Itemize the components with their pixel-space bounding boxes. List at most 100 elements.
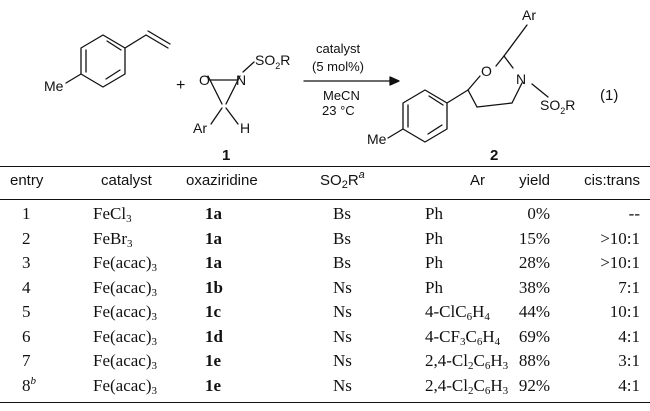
product-structure xyxy=(387,24,549,143)
table-header-row: entry catalyst oxaziridine SO2Ra Ar yiel… xyxy=(0,169,650,194)
table-row: 6 Fe(acac)3 1d Ns 4-CF3C6H4 69% 4:1 xyxy=(0,327,650,350)
cell-cis-trans: 4:1 xyxy=(618,326,640,346)
cell-entry: 3 xyxy=(22,253,31,272)
header-entry: entry xyxy=(10,172,44,189)
cell-yield: 69% xyxy=(518,326,550,346)
header-catalyst: catalyst xyxy=(101,172,152,189)
reaction-scheme: Me + O N SO2R Ar H 1 catalyst (5 mol%) M… xyxy=(0,0,650,165)
product-aryl-label: Ar xyxy=(522,7,536,23)
cell-catalyst: Fe(acac)3 xyxy=(93,351,158,372)
table-bottom-rule xyxy=(0,402,650,403)
condition-loading: (5 mol%) xyxy=(312,59,364,74)
oxaziridine-nitrogen-label: N xyxy=(236,72,246,88)
cell-aryl: 4-CF3C6H4 xyxy=(425,326,501,348)
cell-oxaziridine: 1e xyxy=(205,351,222,370)
cell-yield: 38% xyxy=(518,277,550,297)
oxaziridine-hydrogen-label: H xyxy=(240,120,250,136)
cell-sulfonyl: Ns xyxy=(333,375,352,395)
cell-oxaziridine: 1a xyxy=(205,204,222,223)
styrene-methyl-label: Me xyxy=(44,78,64,94)
header-sulfonyl: SO2Ra xyxy=(320,169,365,191)
header-aryl: Ar xyxy=(470,172,485,189)
cell-entry: 7 xyxy=(22,351,31,370)
cell-oxaziridine: 1d xyxy=(205,326,223,346)
cell-aryl: Ph xyxy=(425,277,443,297)
reaction-arrow xyxy=(303,76,400,86)
compound-label-1: 1 xyxy=(222,147,230,164)
cell-oxaziridine: 1b xyxy=(205,277,223,297)
cell-catalyst: Fe(acac)3 xyxy=(93,253,158,274)
table-row: 3 Fe(acac)3 1a Bs Ph 28% >10:1 xyxy=(0,253,650,276)
product-methyl-label: Me xyxy=(367,131,387,147)
header-cis-trans: cis:trans xyxy=(584,172,640,189)
cell-aryl: Ph xyxy=(425,228,443,248)
cell-entry: 8b xyxy=(22,374,36,395)
cell-cis-trans: 7:1 xyxy=(618,277,640,297)
cell-catalyst: Fe(acac)3 xyxy=(93,326,158,348)
table-row: 8b Fe(acac)3 1e Ns 2,4-Cl2C6H3 92% 4:1 xyxy=(0,374,650,399)
cell-yield: 28% xyxy=(518,253,550,272)
cell-oxaziridine: 1a xyxy=(205,253,222,272)
cell-sulfonyl: Bs xyxy=(333,204,351,223)
reaction-scheme-drawing: Me + O N SO2R Ar H 1 catalyst (5 mol%) M… xyxy=(44,7,618,164)
cell-oxaziridine: 1c xyxy=(205,302,222,321)
cell-yield: 0% xyxy=(527,204,550,223)
cell-sulfonyl: Bs xyxy=(333,253,351,272)
header-yield: yield xyxy=(519,172,550,189)
cell-oxaziridine: 1e xyxy=(205,375,222,395)
cell-yield: 15% xyxy=(518,228,550,248)
cell-catalyst: Fe(acac)3 xyxy=(93,375,158,397)
equation-number: (1) xyxy=(600,87,618,104)
cell-aryl: 2,4-Cl2C6H3 xyxy=(425,351,509,372)
cell-yield: 88% xyxy=(518,351,550,370)
cell-cis-trans: >10:1 xyxy=(600,253,640,272)
table-row: 5 Fe(acac)3 1c Ns 4-ClC6H4 44% 10:1 xyxy=(0,302,650,325)
cell-yield: 92% xyxy=(518,375,550,395)
table-row: 1 FeCl3 1a Bs Ph 0% -- xyxy=(0,204,650,227)
cell-aryl: Ph xyxy=(425,253,443,272)
cell-catalyst: FeCl3 xyxy=(93,204,132,225)
condition-temperature: 23 °C xyxy=(322,103,355,118)
cell-entry: 5 xyxy=(22,302,31,321)
plus-sign: + xyxy=(176,77,185,94)
table-header-rule xyxy=(0,199,650,200)
condition-catalyst: catalyst xyxy=(316,41,360,56)
header-oxaziridine: oxaziridine xyxy=(186,172,258,189)
table-row: 4 Fe(acac)3 1b Ns Ph 38% 7:1 xyxy=(0,278,650,301)
cell-oxaziridine: 1a xyxy=(205,228,222,248)
product-sulfonyl-label: SO2R xyxy=(540,97,575,116)
cell-aryl: 4-ClC6H4 xyxy=(425,302,490,323)
product-oxygen-label: O xyxy=(481,63,492,79)
styrene-structure xyxy=(65,30,171,88)
table-top-rule xyxy=(0,166,650,167)
oxaziridine-sulfonyl-label: SO2R xyxy=(255,52,290,71)
cell-entry: 6 xyxy=(22,326,31,346)
cell-yield: 44% xyxy=(518,302,550,321)
cell-catalyst: FeBr3 xyxy=(93,228,133,250)
cell-sulfonyl: Ns xyxy=(333,326,352,346)
cell-catalyst: Fe(acac)3 xyxy=(93,277,158,299)
table-row: 2 FeBr3 1a Bs Ph 15% >10:1 xyxy=(0,229,650,252)
oxaziridine-oxygen-label: O xyxy=(199,72,210,88)
cell-cis-trans: >10:1 xyxy=(600,228,640,248)
cell-entry: 2 xyxy=(22,228,31,248)
compound-label-2: 2 xyxy=(490,147,498,164)
product-nitrogen-label: N xyxy=(516,71,526,87)
cell-aryl: 2,4-Cl2C6H3 xyxy=(425,375,509,397)
cell-sulfonyl: Ns xyxy=(333,351,352,370)
cell-aryl: Ph xyxy=(425,204,443,223)
cell-sulfonyl: Ns xyxy=(333,277,352,297)
cell-entry: 1 xyxy=(22,204,31,223)
condition-solvent: MeCN xyxy=(323,88,360,103)
cell-sulfonyl: Ns xyxy=(333,302,352,321)
cell-sulfonyl: Bs xyxy=(333,228,351,248)
cell-cis-trans: -- xyxy=(628,204,640,223)
cell-cis-trans: 3:1 xyxy=(618,351,640,370)
cell-catalyst: Fe(acac)3 xyxy=(93,302,158,323)
cell-cis-trans: 4:1 xyxy=(618,375,640,395)
oxaziridine-structure xyxy=(207,61,255,125)
cell-cis-trans: 10:1 xyxy=(609,302,640,321)
oxaziridine-aryl-label: Ar xyxy=(193,120,207,136)
cell-entry: 4 xyxy=(22,277,31,297)
table-row: 7 Fe(acac)3 1e Ns 2,4-Cl2C6H3 88% 3:1 xyxy=(0,351,650,374)
